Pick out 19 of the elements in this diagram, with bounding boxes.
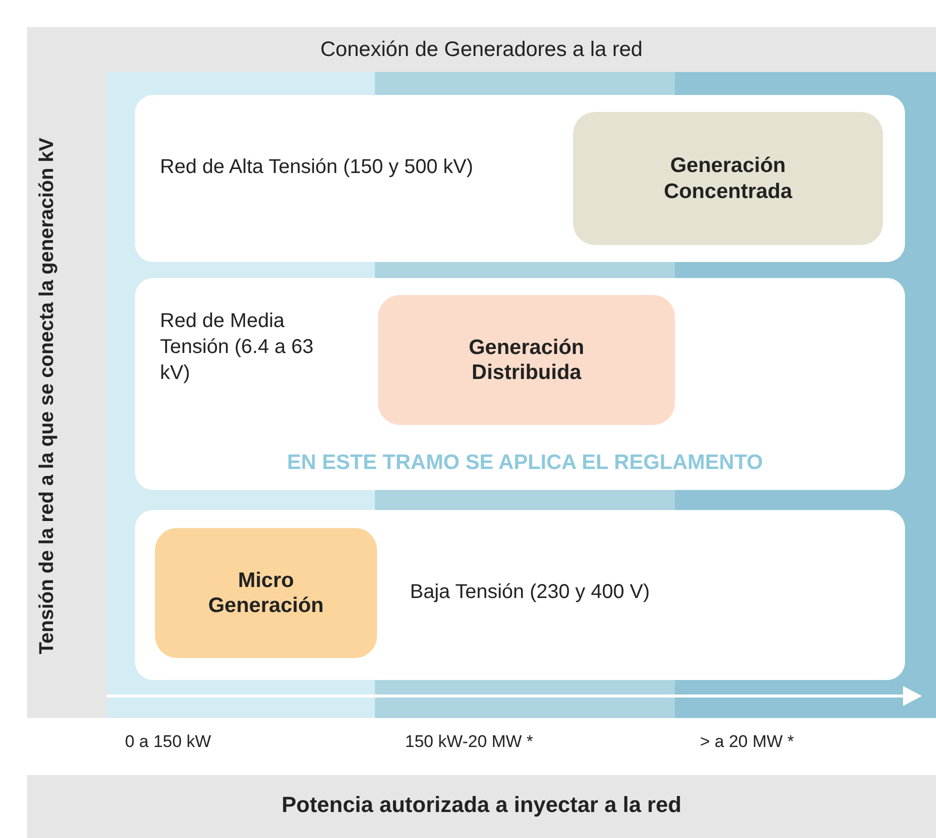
voltage-row-panel xyxy=(135,278,905,490)
axis-title: Tensión de la red a la que se conecta la generación kV xyxy=(36,136,58,656)
voltage-label: Red de Alta Tensión (150 y 500 kV) xyxy=(160,155,474,179)
voltage-label: Red de Media Tensión (6.4 a 63 kV) xyxy=(160,309,314,386)
category-label: Generación Distribuida xyxy=(468,334,586,386)
voltage-row-panel xyxy=(135,95,905,262)
category-box xyxy=(573,112,883,245)
category-box xyxy=(378,295,675,425)
category-label: Micro Generación xyxy=(207,568,325,618)
category-label: Generación Concentrada xyxy=(662,153,794,204)
note-text: EN ESTE TRAMO SE APLICA EL REGLAMENTO xyxy=(286,450,764,476)
diagram-title: Conexión de Generadores a la red xyxy=(320,38,643,62)
range-label: 0 a 150 kW xyxy=(125,733,212,752)
range-label: > a 20 MW * xyxy=(700,733,796,752)
voltage-label: Baja Tensión (230 y 400 V) xyxy=(410,580,651,604)
axis-title: Potencia autorizada a inyectar a la red xyxy=(280,793,682,818)
category-box xyxy=(155,528,377,658)
range-label: 150 kW-20 MW * xyxy=(405,733,534,752)
voltage-row-panel xyxy=(135,510,905,680)
